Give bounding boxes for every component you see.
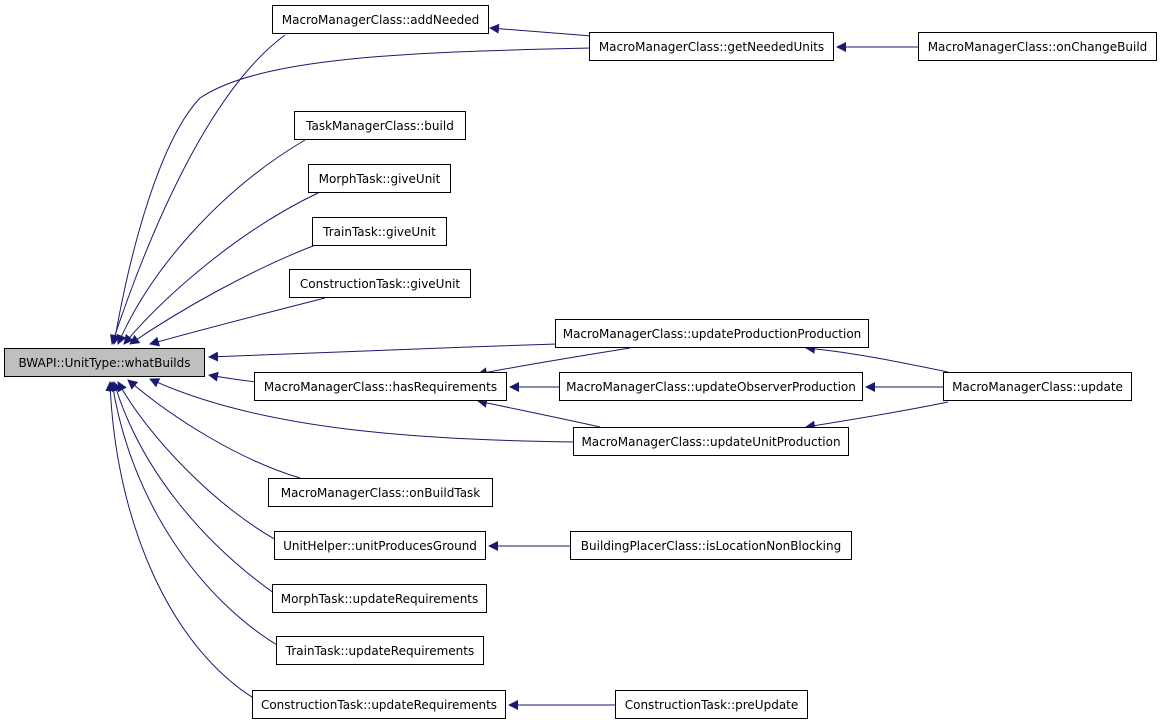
edge-has-requirements-to-root <box>208 371 257 383</box>
edge-update-production-production-to-has-requirements <box>477 347 631 378</box>
node-update-production-production[interactable]: MacroManagerClass::updateProductionProdu… <box>555 319 869 348</box>
edge-unit-produces-ground-to-root <box>117 381 281 543</box>
node-morph-update-requirements[interactable]: MorphTask::updateRequirements <box>272 584 487 613</box>
node-get-needed-units[interactable]: MacroManagerClass::getNeededUnits <box>589 32 834 61</box>
edge-update-unit-production-to-root <box>149 378 576 443</box>
node-update-observer-production[interactable]: MacroManagerClass::updateObserverProduct… <box>559 372 863 401</box>
node-task-manager-build[interactable]: TaskManagerClass::build <box>294 111 466 140</box>
edge-task-build-to-root <box>116 139 306 345</box>
node-macro-update[interactable]: MacroManagerClass::update <box>943 372 1132 401</box>
node-construction-pre-update[interactable]: ConstructionTask::preUpdate <box>615 690 808 719</box>
edge-on-build-task-to-root <box>127 379 301 479</box>
node-morph-give-unit[interactable]: MorphTask::giveUnit <box>308 164 451 193</box>
edge-macro-update-to-update-unit-production <box>805 401 949 431</box>
edge-morph-give-unit-to-root <box>123 192 319 345</box>
node-unit-produces-ground[interactable]: UnitHelper::unitProducesGround <box>274 531 486 560</box>
node-add-needed[interactable]: MacroManagerClass::addNeeded <box>272 5 489 34</box>
node-train-update-requirements[interactable]: TrainTask::updateRequirements <box>276 636 484 665</box>
edge-update-production-production-to-root <box>208 343 558 362</box>
edge-get-needed-units-to-add-needed <box>489 23 593 37</box>
node-has-requirements[interactable]: MacroManagerClass::hasRequirements <box>254 372 507 401</box>
edge-morph-update-requirements-to-root <box>111 381 279 597</box>
node-on-build-task[interactable]: MacroManagerClass::onBuildTask <box>268 478 493 507</box>
edge-update-unit-production-to-has-requirements <box>477 397 601 428</box>
node-is-location-non-blocking[interactable]: BuildingPlacerClass::isLocationNonBlocki… <box>570 531 852 560</box>
node-on-change-build[interactable]: MacroManagerClass::onChangeBuild <box>918 32 1157 61</box>
node-update-unit-production[interactable]: MacroManagerClass::updateUnitProduction <box>573 427 849 456</box>
edge-train-update-requirements-to-root <box>108 381 283 649</box>
edge-macro-update-to-update-production-production <box>805 343 949 373</box>
edge-train-give-unit-to-root <box>129 243 319 345</box>
node-root-what-builds: BWAPI::UnitType::whatBuilds <box>4 348 205 377</box>
node-construction-update-requirements[interactable]: ConstructionTask::updateRequirements <box>252 690 506 719</box>
edge-add-needed-to-root <box>110 34 286 345</box>
edge-construction-give-unit-to-root <box>149 297 326 347</box>
edge-get-needed-units-to-root <box>110 47 593 345</box>
node-construction-give-unit[interactable]: ConstructionTask::giveUnit <box>289 269 471 298</box>
node-train-give-unit[interactable]: TrainTask::giveUnit <box>312 217 447 246</box>
edge-construction-update-requirements-to-root <box>105 381 261 703</box>
